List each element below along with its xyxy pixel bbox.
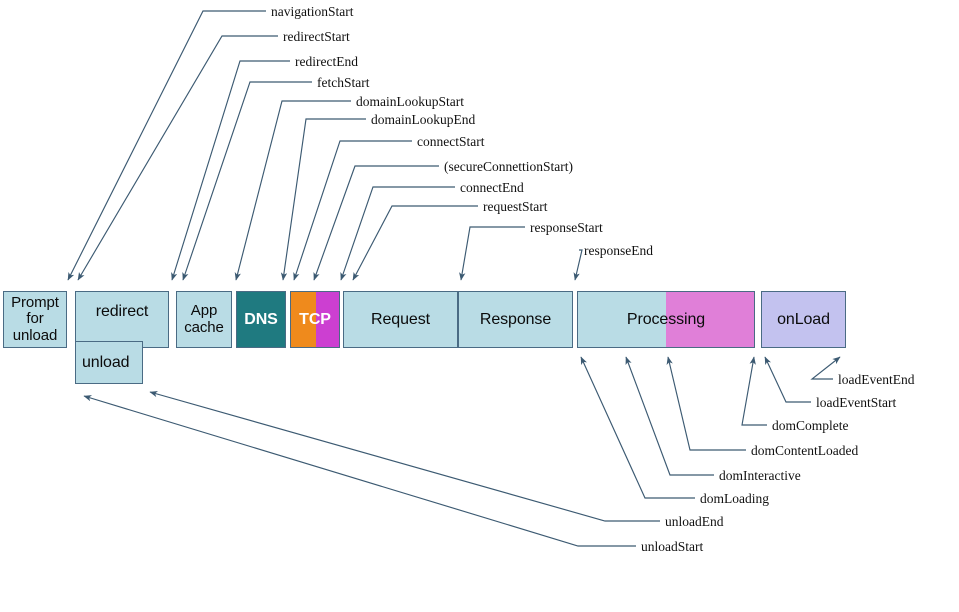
wire-fetchStart [182,81,312,281]
tcp-secure-segment [315,292,339,347]
wire-secureConnectionStart [313,165,439,281]
event-label-responseStart: responseStart [530,220,603,235]
wire-loadEventEnd [810,356,841,380]
processing-dom-segment [666,292,754,347]
event-label-loadEventStart: loadEventStart [816,395,897,410]
event-label-fetchStart: fetchStart [317,75,370,90]
phase-label-request: Request [371,310,430,328]
phase-label-dns: DNS [244,310,278,328]
event-label-domLoading: domLoading [700,491,769,506]
wire-responseStart [459,226,525,281]
wire-navigationStart [67,10,266,281]
phase-box-unload: unload [75,341,143,384]
wire-requestStart [352,205,478,281]
wire-domainLookupEnd [280,118,366,281]
phase-box-request: Request [343,291,458,348]
phase-box-tcp: TCP [290,291,340,348]
event-label-unloadStart: unloadStart [641,539,704,554]
wire-unloadStart [83,395,636,547]
wire-domLoading [580,356,695,499]
phase-box-redirect: redirect [75,291,169,348]
event-label-unloadEnd: unloadEnd [665,514,724,529]
event-label-domInteractive: domInteractive [719,468,801,483]
event-label-loadEventEnd: loadEventEnd [838,372,915,387]
wire-domComplete [741,356,767,426]
phase-label-response: Response [479,310,552,328]
phase-box-response: Response [458,291,573,348]
phase-label-onload: onLoad [777,310,830,328]
wire-domContentLoaded [666,356,746,451]
event-label-responseEnd: responseEnd [584,243,653,258]
event-label-domainLookupEnd: domainLookupEnd [371,112,476,127]
wire-unloadEnd [149,390,660,522]
wire-loadEventStart [764,356,811,403]
wire-connectEnd [340,186,455,281]
phase-box-onload: onLoad [761,291,846,348]
event-label-requestStart: requestStart [483,199,548,214]
phase-label-tcp: TCP [299,310,331,328]
event-label-secureConnectionStart: (secureConnettionStart) [444,159,573,174]
connector-group-top [67,10,583,281]
connector-group-bottom [83,356,841,547]
event-label-domComplete: domComplete [772,418,849,433]
wire-domainLookupStart [234,100,351,281]
event-label-domainLookupStart: domainLookupStart [356,94,464,109]
wire-redirectEnd [171,60,290,281]
wire-domInteractive [625,356,714,476]
phase-label-unload: unload [82,353,130,371]
event-label-connectStart: connectStart [417,134,485,149]
phase-label-processing: Processing [626,310,706,328]
event-label-redirectStart: redirectStart [283,29,350,44]
wire-connectStart [293,140,412,281]
phase-label-redirect: redirect [95,303,149,320]
event-label-domContentLoaded: domContentLoaded [751,443,859,458]
wire-responseEnd [573,249,583,281]
phase-box-dns: DNS [236,291,286,348]
event-label-navigationStart: navigationStart [271,4,354,19]
event-label-connectEnd: connectEnd [460,180,524,195]
phase-box-processing: Processing [577,291,755,348]
event-label-redirectEnd: redirectEnd [295,54,358,69]
wire-redirectStart [77,35,278,281]
